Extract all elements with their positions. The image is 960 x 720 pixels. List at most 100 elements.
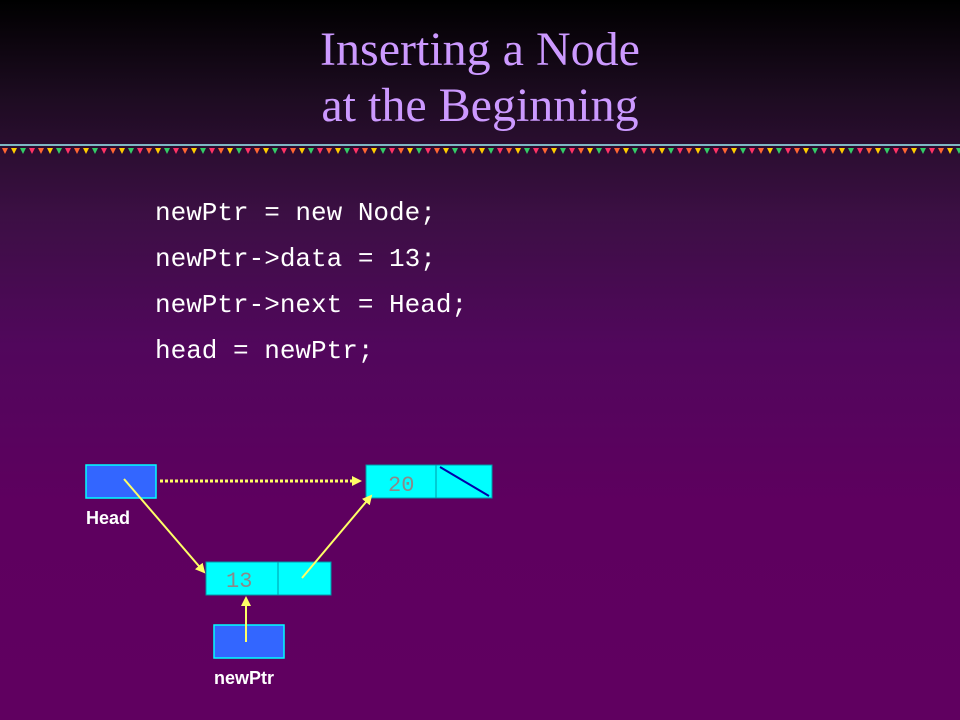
- divider-tick: [191, 148, 197, 154]
- divider-tick: [47, 148, 53, 154]
- divider-tick: [317, 148, 323, 154]
- divider-tick: [686, 148, 692, 154]
- divider-tick: [263, 148, 269, 154]
- title-line-2: at the Beginning: [321, 79, 639, 132]
- divider-tick: [821, 148, 827, 154]
- divider-tick: [848, 148, 854, 154]
- divider-tick: [119, 148, 125, 154]
- divider-tick: [83, 148, 89, 154]
- node-20-data-cell: [365, 464, 437, 499]
- divider-tick: [704, 148, 710, 154]
- divider-tick: [587, 148, 593, 154]
- divider-tick: [218, 148, 224, 154]
- divider-tick: [929, 148, 935, 154]
- node-20-value: 20: [388, 473, 414, 498]
- divider-tick: [776, 148, 782, 154]
- divider-tick: [308, 148, 314, 154]
- node-13-value: 13: [226, 569, 252, 594]
- divider-tick: [398, 148, 404, 154]
- divider-tick: [920, 148, 926, 154]
- divider-tick: [92, 148, 98, 154]
- divider-tick: [641, 148, 647, 154]
- divider-tick: [713, 148, 719, 154]
- divider-tick: [182, 148, 188, 154]
- divider-tick: [722, 148, 728, 154]
- title-line-1: Inserting a Node: [320, 23, 640, 76]
- divider-tick: [443, 148, 449, 154]
- divider-tick: [596, 148, 602, 154]
- divider-tick: [416, 148, 422, 154]
- slide-title: Inserting a Node at the Beginning: [0, 22, 960, 134]
- divider-tick: [452, 148, 458, 154]
- divider-tick: [434, 148, 440, 154]
- divider-tick: [326, 148, 332, 154]
- divider-tick: [578, 148, 584, 154]
- divider-tick: [794, 148, 800, 154]
- divider-tick: [659, 148, 665, 154]
- head-label: Head: [86, 508, 130, 528]
- divider-tick: [758, 148, 764, 154]
- divider-tick: [371, 148, 377, 154]
- divider-tick: [470, 148, 476, 154]
- code-line-3: newPtr->next = Head;: [155, 290, 468, 320]
- divider-tick: [623, 148, 629, 154]
- node-13-to-node-20-arrow: [301, 494, 373, 579]
- code-block: newPtr = new Node; newPtr->data = 13; newP…: [155, 190, 467, 374]
- divider-tick: [65, 148, 71, 154]
- divider-tick: [839, 148, 845, 154]
- divider-tick: [866, 148, 872, 154]
- divider-tick: [227, 148, 233, 154]
- divider-tick: [902, 148, 908, 154]
- code-line-2: newPtr->data = 13;: [155, 244, 436, 274]
- divider-tick: [254, 148, 260, 154]
- divider-tick: [380, 148, 386, 154]
- divider-tick: [533, 148, 539, 154]
- divider-tick: [407, 148, 413, 154]
- divider-tick: [695, 148, 701, 154]
- divider-tick: [128, 148, 134, 154]
- divider-tick: [353, 148, 359, 154]
- divider-tick: [344, 148, 350, 154]
- divider-tick: [785, 148, 791, 154]
- divider-tick: [11, 148, 17, 154]
- divider-tick: [668, 148, 674, 154]
- node-13-data-cell: [205, 561, 279, 596]
- divider-tick: [236, 148, 242, 154]
- divider-tick: [200, 148, 206, 154]
- divider-tick: [461, 148, 467, 154]
- divider-tick: [20, 148, 26, 154]
- divider-tick: [560, 148, 566, 154]
- divider-tick: [2, 148, 8, 154]
- divider-tick: [650, 148, 656, 154]
- divider-tick: [803, 148, 809, 154]
- divider-tick: [38, 148, 44, 154]
- divider-tick: [875, 148, 881, 154]
- divider-tick: [173, 148, 179, 154]
- divider-tick: [884, 148, 890, 154]
- divider-tick: [245, 148, 251, 154]
- divider-tick-row: [2, 148, 960, 154]
- divider-tick: [677, 148, 683, 154]
- code-line-4: head = newPtr;: [155, 336, 374, 366]
- divider-tick: [389, 148, 395, 154]
- divider-tick: [281, 148, 287, 154]
- divider-tick: [299, 148, 305, 154]
- divider-tick: [857, 148, 863, 154]
- divider-tick: [542, 148, 548, 154]
- node-13-next-cell: [277, 561, 332, 596]
- divider-tick: [569, 148, 575, 154]
- divider-tick: [731, 148, 737, 154]
- divider-tick: [290, 148, 296, 154]
- head-pointer-box: [85, 464, 157, 499]
- divider-tick: [524, 148, 530, 154]
- divider-tick: [956, 148, 960, 154]
- code-line-1: newPtr = new Node;: [155, 198, 436, 228]
- divider-tick: [632, 148, 638, 154]
- divider-tick: [29, 148, 35, 154]
- divider-tick: [137, 148, 143, 154]
- divider-tick: [362, 148, 368, 154]
- divider-tick: [425, 148, 431, 154]
- divider-tick: [749, 148, 755, 154]
- divider-tick: [767, 148, 773, 154]
